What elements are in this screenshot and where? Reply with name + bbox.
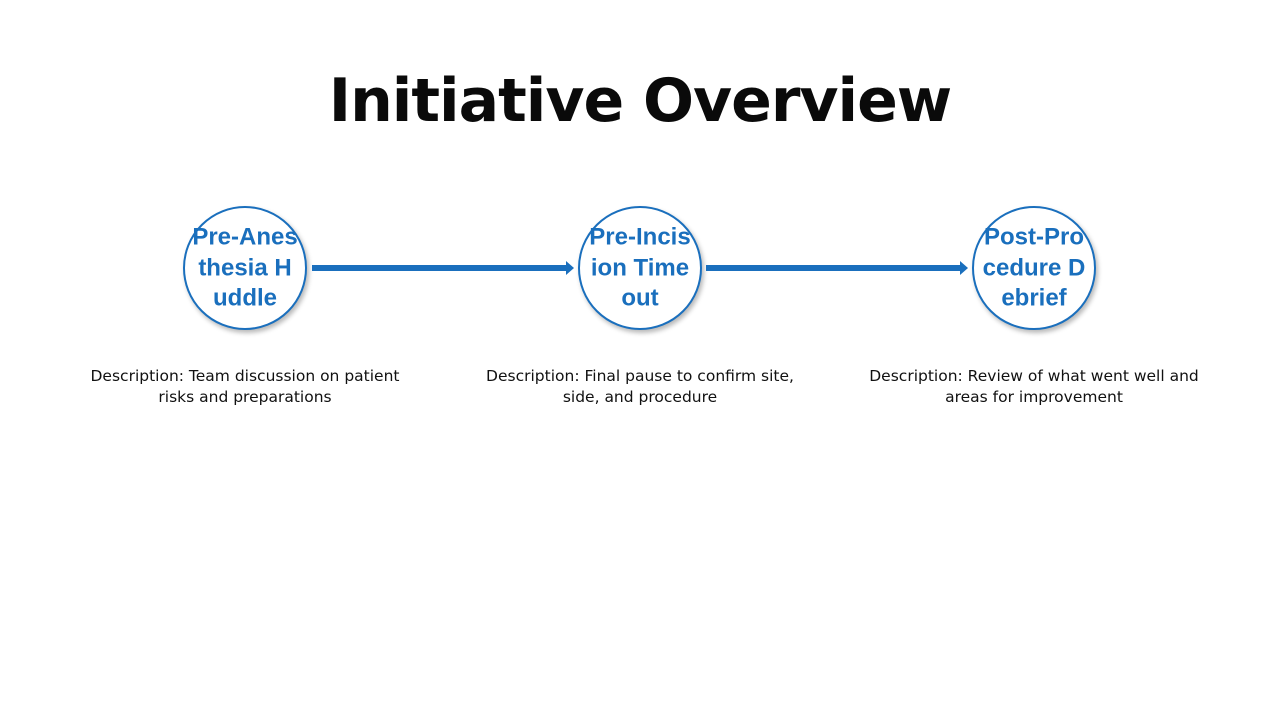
step-circle-post-procedure-debrief: Post-Procedure Debrief bbox=[972, 206, 1096, 330]
step-label: Pre-Anesthesia Huddle bbox=[192, 223, 298, 312]
step-label: Pre-Incision Timeout bbox=[589, 223, 691, 312]
step-description: Description: Review of what went well an… bbox=[869, 367, 1199, 406]
step-circle-pre-incision-timeout: Pre-Incision Timeout bbox=[578, 206, 702, 330]
flow-arrow bbox=[312, 261, 574, 275]
flow-arrow bbox=[706, 261, 968, 275]
step-description: Description: Team discussion on patient … bbox=[90, 367, 400, 406]
step-description: Description: Final pause to confirm site… bbox=[486, 367, 794, 406]
step-circle-pre-anesthesia-huddle: Pre-Anesthesia Huddle bbox=[183, 206, 307, 330]
slide-title: Initiative Overview bbox=[328, 66, 952, 136]
step-label: Post-Procedure Debrief bbox=[982, 223, 1086, 312]
